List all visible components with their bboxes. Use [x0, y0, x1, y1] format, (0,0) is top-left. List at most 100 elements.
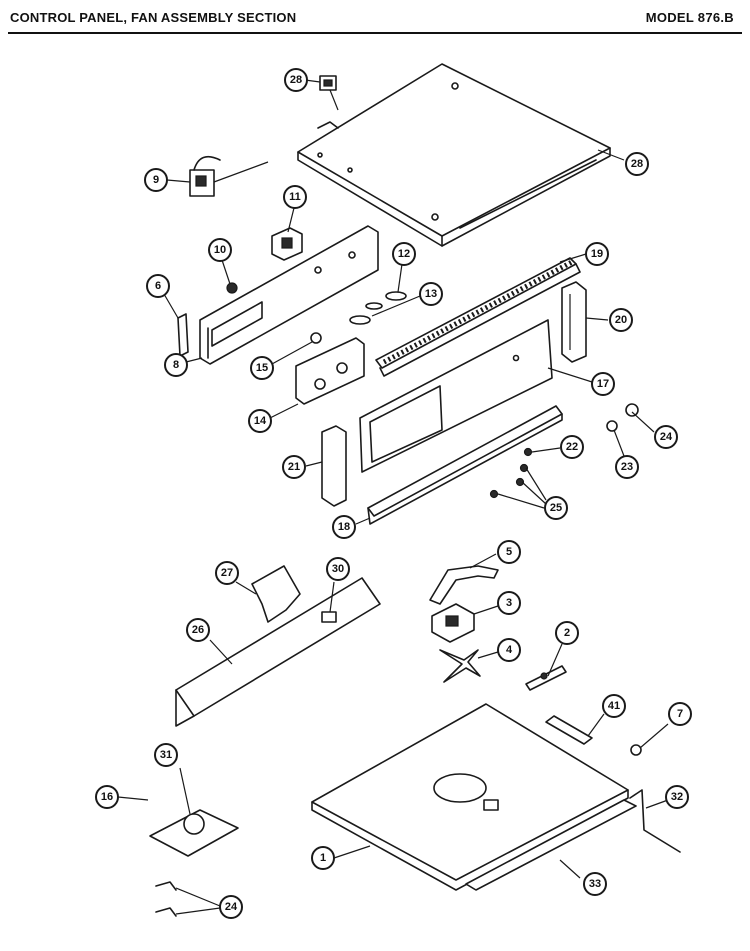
callout-label: 19: [591, 248, 603, 260]
timer-14-part: [295, 337, 365, 405]
callout-label: 4: [506, 644, 513, 656]
diagram-title: CONTROL PANEL, FAN ASSEMBLY SECTION: [10, 10, 297, 25]
callout-41: 41: [602, 694, 626, 718]
fan-motor-part: [431, 603, 475, 643]
top-cover-part: [297, 63, 611, 247]
callout-28b: 28: [625, 152, 649, 176]
callout-3: 3: [497, 591, 521, 615]
callout-4: 4: [497, 638, 521, 662]
callout-16: 16: [95, 785, 119, 809]
callout-label: 14: [254, 415, 267, 427]
callout-label: 22: [566, 441, 578, 453]
callout-label: 26: [192, 624, 204, 636]
knob-10-part: [226, 282, 238, 294]
callout-label: 11: [289, 191, 301, 203]
callout-label: 8: [173, 359, 179, 371]
bracket-6-part: [177, 313, 189, 357]
callout-label: 28: [290, 74, 302, 86]
callout-25: 25: [544, 496, 568, 520]
switch-assembly-part: [149, 809, 239, 857]
callout-11: 11: [283, 185, 307, 209]
callout-label: 20: [615, 314, 627, 326]
callout-label: 32: [671, 791, 683, 803]
clips-part: [155, 881, 177, 917]
callout-20: 20: [609, 308, 633, 332]
callout-22: 22: [560, 435, 584, 459]
callout-label: 1: [320, 852, 326, 864]
base-plate-part: [311, 703, 629, 891]
motor-bracket-part: [429, 565, 499, 605]
callout-12: 12: [392, 242, 416, 266]
switch-11-part: [271, 227, 303, 261]
callout-10: 10: [208, 238, 232, 262]
callout-21: 21: [282, 455, 306, 479]
callout-7: 7: [668, 702, 692, 726]
cover-switch-part: [319, 75, 339, 111]
callout-label: 10: [214, 244, 226, 256]
callout-26: 26: [186, 618, 210, 642]
callout-23: 23: [615, 455, 639, 479]
screws-part: [489, 403, 639, 499]
part-41: [545, 715, 593, 745]
callout-label: 6: [155, 280, 161, 292]
callout-5: 5: [497, 540, 521, 564]
callout-2: 2: [555, 621, 579, 645]
callout-label: 24: [225, 901, 238, 913]
callout-24b: 24: [219, 895, 243, 919]
fan-blade-part: [439, 649, 481, 683]
callout-14: 14: [248, 409, 272, 433]
callout-label: 16: [101, 791, 113, 803]
end-trim-21-part: [321, 425, 347, 507]
callout-label: 41: [608, 700, 620, 712]
callout-label: 33: [589, 878, 601, 890]
callout-28a: 28: [284, 68, 308, 92]
callout-1: 1: [311, 846, 335, 870]
callout-17: 17: [591, 372, 615, 396]
callout-label: 18: [338, 521, 350, 533]
rod-part: [629, 789, 681, 853]
part-2: [525, 665, 567, 691]
callout-label: 25: [550, 502, 562, 514]
part-7: [630, 744, 642, 756]
callout-label: 23: [621, 461, 633, 473]
callout-label: 24: [660, 431, 673, 443]
callout-33: 33: [583, 872, 607, 896]
callout-label: 7: [677, 708, 683, 720]
end-trim-20-part: [561, 281, 587, 363]
callout-label: 3: [506, 597, 512, 609]
callout-27: 27: [215, 561, 239, 585]
vent-grille-part: [375, 257, 581, 377]
socket-part: [189, 155, 269, 197]
control-panel-part: [359, 319, 553, 473]
callout-label: 31: [160, 749, 172, 761]
callout-31: 31: [154, 743, 178, 767]
page-header: CONTROL PANEL, FAN ASSEMBLY SECTION MODE…: [0, 0, 750, 40]
callout-label: 2: [564, 627, 570, 639]
bottom-strip-part: [465, 799, 637, 891]
callout-24a: 24: [654, 425, 678, 449]
callout-label: 5: [506, 546, 512, 558]
callout-label: 15: [256, 362, 268, 374]
callout-19: 19: [585, 242, 609, 266]
callout-label: 9: [153, 174, 159, 186]
callout-label: 30: [332, 563, 344, 575]
callout-8: 8: [164, 353, 188, 377]
leader-lines: [117, 79, 669, 915]
callout-32: 32: [665, 785, 689, 809]
fan-housing-part: [175, 565, 381, 727]
callout-9: 9: [144, 168, 168, 192]
callout-label: 28: [631, 158, 643, 170]
callout-13: 13: [419, 282, 443, 306]
callout-15: 15: [250, 356, 274, 380]
header-rule: [8, 32, 742, 34]
callout-label: 13: [425, 288, 437, 300]
callout-6: 6: [146, 274, 170, 298]
callout-label: 17: [597, 378, 609, 390]
callout-label: 12: [398, 248, 410, 260]
lamp-12-part: [385, 291, 407, 301]
callout-label: 21: [288, 461, 300, 473]
callout-18: 18: [332, 515, 356, 539]
model-number: MODEL 876.B: [645, 10, 734, 25]
callout-30: 30: [326, 557, 350, 581]
